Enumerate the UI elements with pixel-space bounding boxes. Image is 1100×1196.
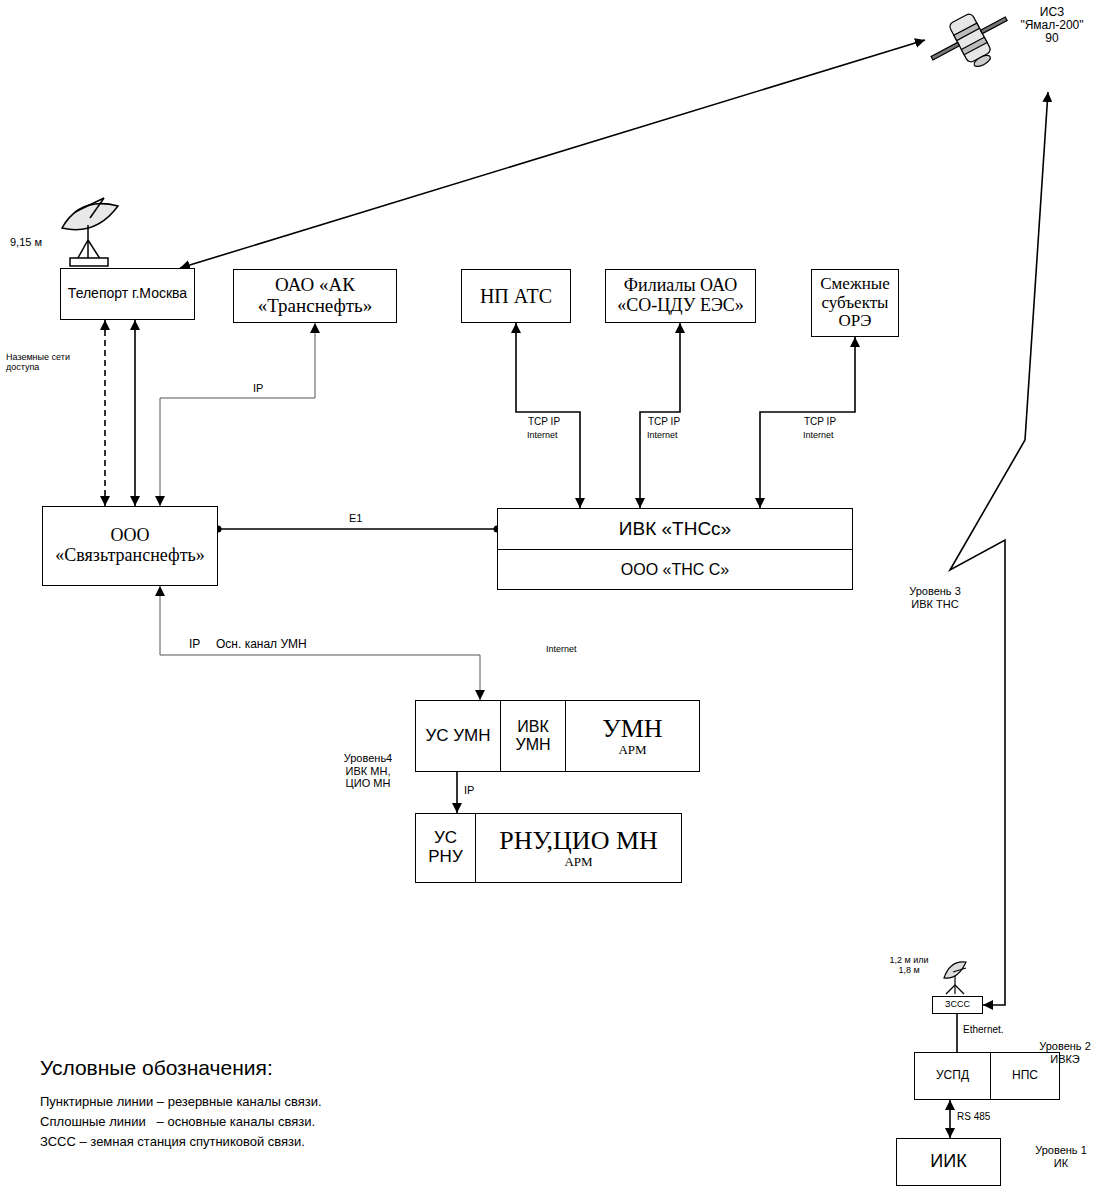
solar-panel [931,42,959,60]
teleport-dish [62,198,118,266]
legend-text: Сплошные линии – основные каналы связи. [40,1114,315,1129]
node-text: УМН [602,715,662,744]
company-box: Смежные субъекты ОРЭ [811,269,899,337]
legend-item: Сплошные линии – основные каналы связи. [40,1112,322,1132]
node-text: ИВК «ТНСс» [619,519,731,540]
satellite-band [954,23,980,41]
satellite-band [961,37,987,55]
node-text: ОАО «АК «Транснефть» [237,275,393,317]
connector [516,323,580,508]
node-text: Телепорт г.Москва [68,286,187,301]
legend-title: Условные обозначения: [40,1056,360,1080]
connector [760,337,855,508]
company-box: Филиалы ОАО «СО-ЦДУ ЕЭС» [605,269,756,323]
device-box: ИИК [896,1138,1001,1186]
legend-item: ЗССС – земная станция спутниковой связи. [40,1132,322,1152]
satellite-antenna [972,53,992,69]
connector [456,772,458,813]
teleport-box: Телепорт г.Москва [60,268,195,320]
dish-stand [87,225,89,262]
node-text: УС РНУ [419,829,472,866]
connector [104,320,106,506]
company-box: ООО «Связьтранснефть» [42,506,218,586]
node-text: НПС [1012,1069,1038,1082]
edge-label: Ethernet. [962,1024,1005,1035]
connector [949,1100,951,1138]
node-text: Филиалы ОАО «СО-ЦДУ ЕЭС» [609,276,752,316]
connector [160,323,315,506]
connector [134,320,136,506]
level-label: Уровень 2 ИВКЭ [1036,1040,1094,1065]
dimension-label: 1,2 м или 1,8 м [888,955,930,976]
company-box: ООО «ТНС С» [497,549,853,590]
workstation-box: УМНАРМ [565,700,700,772]
node-text: АРМ [564,855,592,869]
node-text: ООО «ТНС С» [621,561,729,579]
edge-label: IP [252,382,264,394]
dish-base [70,258,108,266]
edge-label: TCP IP [647,416,681,427]
connector [218,528,497,530]
node-text: НП АТС [480,285,552,307]
node-text: РНУ,ЦИО МН [499,827,658,856]
company-box: НП АТС [461,269,571,323]
dish-feed [953,968,966,972]
device-box: УС УМН [415,700,501,772]
connector [160,586,480,700]
node-text: ИИК [930,1152,966,1172]
node-text: ИСЗ "Ямал-200" 90 [1016,6,1088,46]
device-box: УСПД [914,1052,991,1100]
edge-label: RS 485 [956,1111,991,1122]
station-box: ЗССС [932,996,983,1014]
legend-text: Пунктирные линии – резервные каналы связ… [40,1094,322,1109]
vsat-dish [944,962,966,994]
legend-item: Пунктирные линии – резервные каналы связ… [40,1092,322,1112]
device-box: УС РНУ [415,813,476,883]
dish-reflector [944,962,966,978]
dish-stand [946,985,955,994]
node-text: АРМ [618,743,646,757]
edge-label: IP [188,638,201,651]
level-label: Уровень 1 ИК [1032,1144,1090,1169]
legend-text: ЗССС – земная станция спутниковой связи. [40,1134,305,1149]
channel-label: Осн. канал УМН [216,638,336,652]
connector [956,1014,958,1052]
dish-stand [955,985,964,994]
edge-label: TCP IP [527,416,561,427]
node-text: Смежные субъекты ОРЭ [815,275,895,331]
network-label: Internet [803,430,843,440]
level-label: Уровень 3 ИВК ТНС [903,585,967,610]
system-box: ИВК УМН [500,700,566,772]
dish-feed [75,198,104,212]
satellite: ИСЗ "Ямал-200" 90 [925,2,1090,92]
dimension-label: 9,15 м [10,236,60,249]
level-label: Уровень4 ИВК МН, ЦИО МН [334,752,402,790]
solar-panel [981,17,1008,34]
edge-label: TCP IP [803,416,837,427]
edge-label: IP [463,784,475,796]
network-label: Internet [527,430,567,440]
node-text: ООО «Связьтранснефть» [46,526,214,566]
network-label: Internet [546,644,596,654]
node-text: ИВК УМН [504,718,562,753]
workstation-box: РНУ,ЦИО МНАРМ [475,813,682,883]
site-box: НПС [990,1052,1060,1100]
satellite-picture [925,2,1017,88]
system-box: ИВК «ТНСс» [497,508,853,550]
edge-label: E1 [348,512,363,524]
connector [180,40,925,268]
dish-reflector [62,204,118,230]
note-label: Наземные сети доступа [6,352,70,373]
connector [950,92,1048,1005]
node-text: УСПД [936,1069,969,1082]
node-text: УС УМН [425,727,490,746]
node-text: ЗССС [945,1000,970,1010]
network-label: Internet [647,430,687,440]
legend: Пунктирные линии – резервные каналы связ… [40,1092,322,1152]
company-box: ОАО «АК «Транснефть» [233,269,397,323]
